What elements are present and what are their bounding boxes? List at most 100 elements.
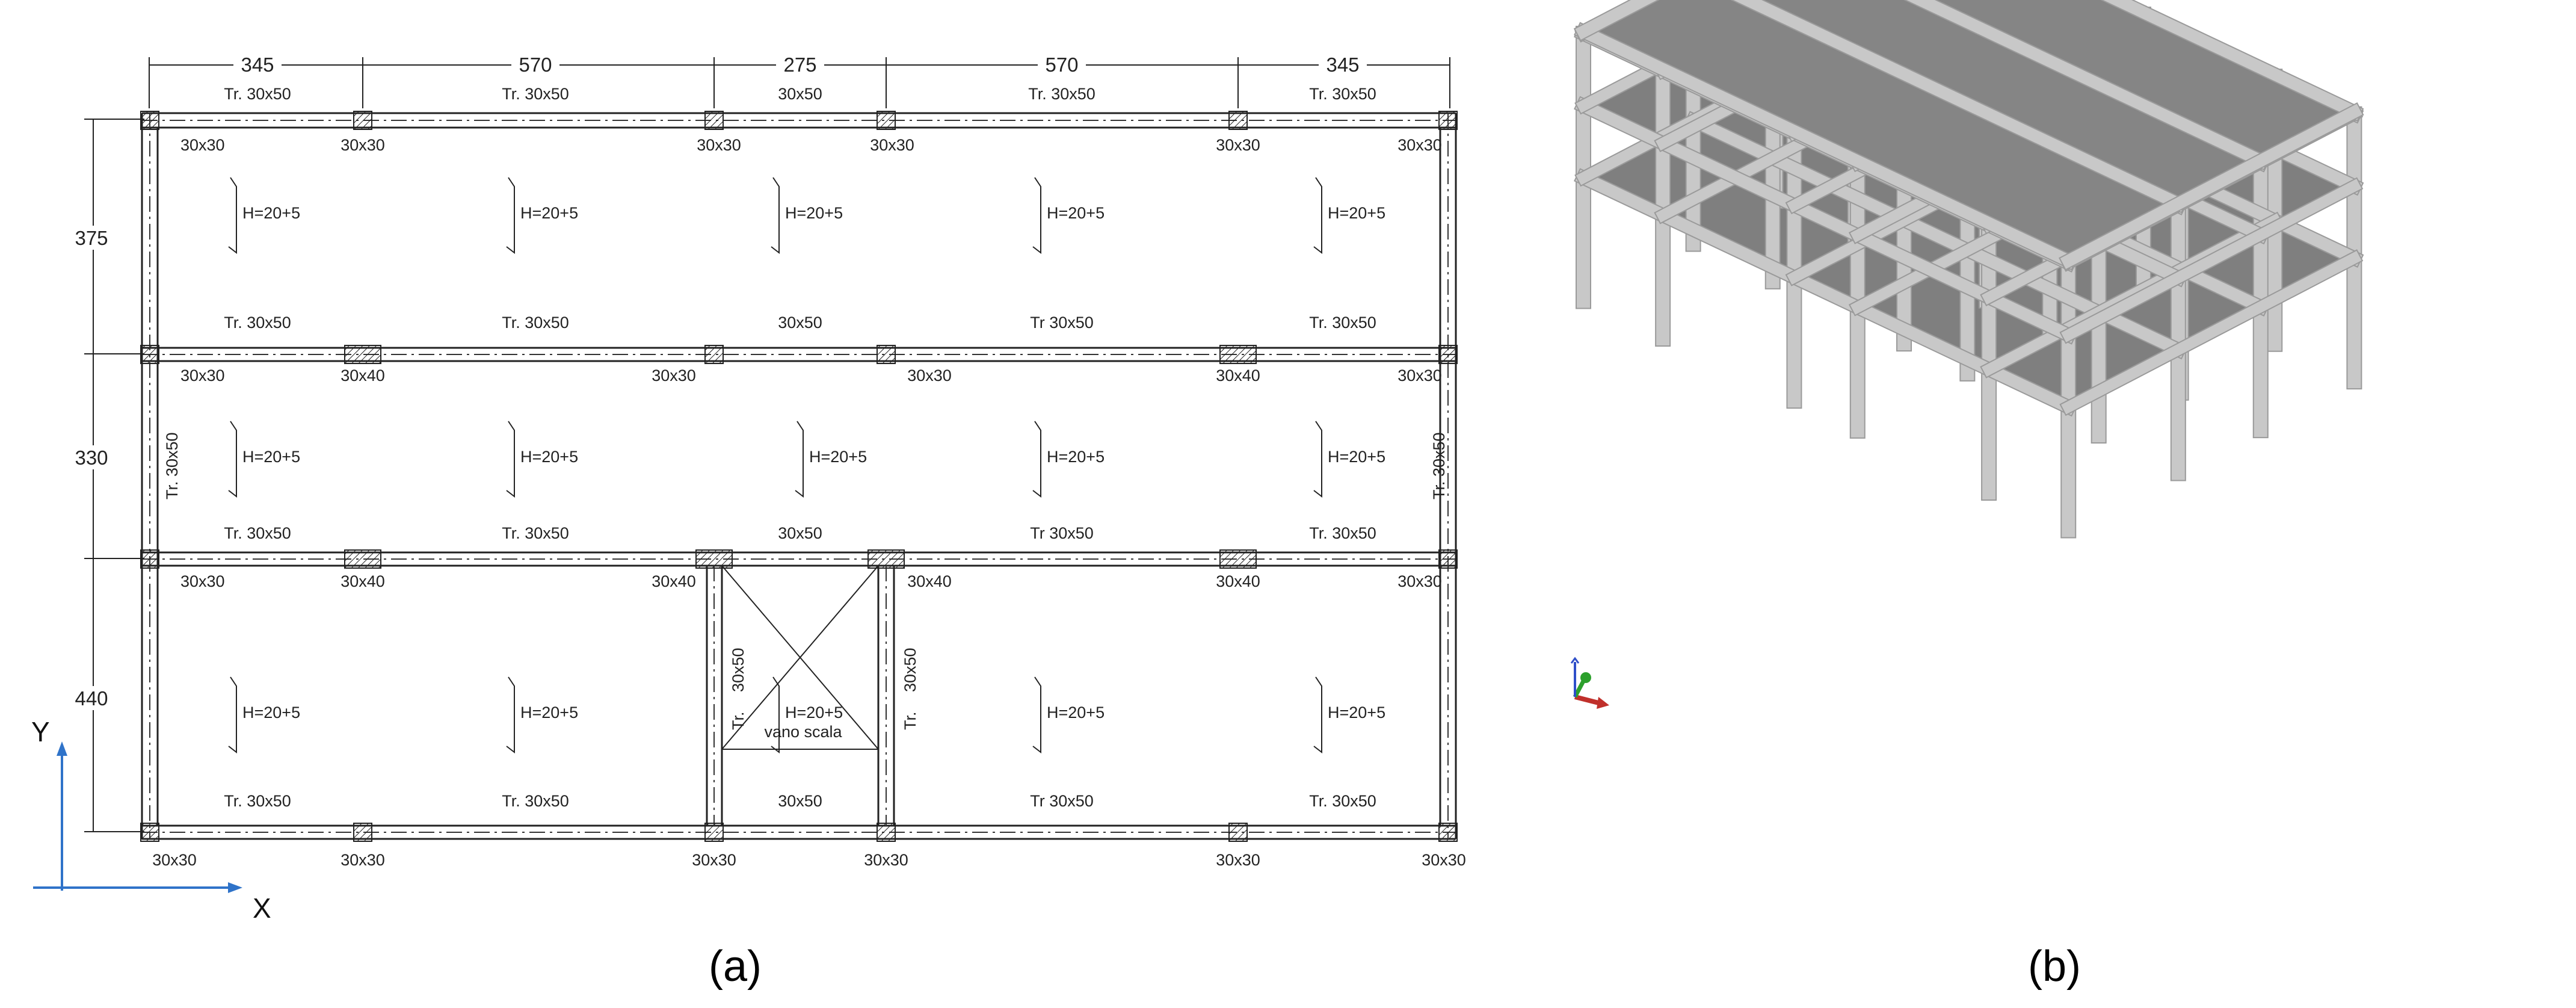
column-block: [704, 111, 724, 130]
column-label: 30x30: [340, 136, 385, 154]
slab-direction-mark: [228, 676, 237, 754]
beam-label: Tr 30x50: [1030, 792, 1094, 810]
slab-annotation: H=20+5: [506, 676, 578, 754]
column-block: [140, 345, 159, 364]
beam-label: 30x50: [778, 85, 822, 103]
dim-x-4: 570: [1045, 54, 1078, 76]
column-label: 30x30: [152, 851, 197, 869]
beam-label: Tr. 30x50: [502, 792, 569, 810]
axis-x-label: X: [253, 892, 271, 924]
floor-plan: 345 570 275 570 345 375 330 440: [31, 54, 1466, 991]
slab-label: H=20+5: [1047, 448, 1105, 466]
column-label: 30x40: [340, 572, 385, 590]
column-label: 30x40: [1216, 572, 1260, 590]
roof-beam-edge: [2060, 104, 2362, 269]
dimension-line-x: 345 570 275 570 345: [149, 54, 1450, 108]
roof-beam-x: [1733, 0, 2187, 212]
slab-label: H=20+5: [1328, 204, 1385, 222]
slab-label: H=20+5: [1047, 703, 1105, 722]
column-block: [140, 823, 159, 842]
caption-a: (a): [709, 942, 762, 991]
column-label: 30x40: [652, 572, 696, 590]
beam-label: Tr. 30x50: [224, 524, 291, 542]
slab-direction-mark: [506, 177, 515, 255]
column-block: [1219, 345, 1257, 364]
slab-annotation: H=20+5: [1313, 177, 1385, 255]
dim-x-1: 345: [241, 54, 274, 76]
slab-direction-mark: [228, 177, 237, 255]
beam-y: [2061, 250, 2362, 415]
column-block: [353, 823, 372, 842]
column-label: 30x40: [1216, 366, 1260, 385]
slab-direction-mark: [1313, 421, 1322, 498]
slab-annotation: H=20+5: [795, 421, 867, 498]
beam-label: Tr. 30x50: [1309, 792, 1376, 810]
stair-beam-label-right: 30x50: [901, 648, 919, 692]
caption-b: (b): [2028, 942, 2081, 991]
frame-3d-model: (b): [1570, 0, 2364, 991]
slab-annotation: H=20+5: [1032, 676, 1105, 754]
slab-direction-mark: [795, 421, 804, 498]
column-label: 30x30: [864, 851, 908, 869]
beam-label: Tr. 30x50: [502, 314, 569, 332]
column-labels: 30x30 30x30 30x30 30x30 30x30 30x30 30x30 30x40…: [152, 136, 1466, 869]
slab-direction-mark: [1032, 421, 1041, 498]
slab-annotation: H=20+5: [771, 676, 843, 754]
column-blocks: [140, 111, 1458, 842]
column-label: 30x40: [340, 366, 385, 385]
beam-label: Tr. 30x50: [1028, 85, 1095, 103]
column-block: [877, 823, 896, 842]
column-label: 30x40: [907, 572, 952, 590]
column-block: [1438, 549, 1458, 569]
column-label: 30x30: [180, 366, 225, 385]
slab-label: H=20+5: [242, 204, 300, 222]
slab-direction-mark: [506, 676, 515, 754]
column-label: 30x30: [340, 851, 385, 869]
column-block: [695, 549, 733, 569]
column-label: 30x30: [1422, 851, 1466, 869]
slab-label: H=20+5: [809, 448, 867, 466]
slab-annotation: H=20+5: [771, 177, 843, 255]
column-label: 30x30: [180, 136, 225, 154]
roof-beam-edge: [1575, 0, 1657, 40]
slab-annotation: H=20+5: [1313, 676, 1385, 754]
dim-x-5: 345: [1326, 54, 1359, 76]
column-label: 30x30: [870, 136, 914, 154]
beam-label: Tr. 30x50: [1309, 524, 1376, 542]
slab-annotation: H=20+5: [228, 421, 300, 498]
side-beam-label-left: Tr. 30x50: [163, 432, 181, 499]
column-block: [877, 111, 896, 130]
beam-label: Tr. 30x50: [224, 314, 291, 332]
column-label: 30x30: [697, 136, 741, 154]
slab-label: H=20+5: [520, 448, 578, 466]
column-block: [877, 345, 896, 364]
slab-label: H=20+5: [1328, 703, 1385, 722]
beam-y: [2061, 179, 2362, 342]
slab-label: H=20+5: [785, 204, 843, 222]
column-block: [1438, 823, 1458, 842]
roof-beam-x: [1575, 23, 2077, 269]
column-block: [344, 345, 381, 364]
column-block: [140, 549, 159, 569]
beam-label: Tr. 30x50: [502, 524, 569, 542]
beam-label: Tr 30x50: [1030, 524, 1094, 542]
side-beam-label-right: Tr. 30x50: [1430, 432, 1448, 499]
column-label: 30x30: [1397, 572, 1442, 590]
beam-label: Tr. 30x50: [502, 85, 569, 103]
slab-label: H=20+5: [242, 703, 300, 722]
beam-label: Tr. 30x50: [224, 85, 291, 103]
slab-direction-mark: [1313, 177, 1322, 255]
slab-direction-mark: [506, 421, 515, 498]
column-block: [353, 111, 372, 130]
slab-direction-mark: [1032, 177, 1041, 255]
beam-label: Tr. 30x50: [224, 792, 291, 810]
column-block: [344, 549, 381, 569]
column-label: 30x30: [1216, 136, 1260, 154]
stair-well: vano scala 30x50 Tr. 30x50 Tr.: [721, 565, 919, 750]
beam-label: 30x50: [778, 524, 822, 542]
column-label: 30x30: [180, 572, 225, 590]
slab-annotation: H=20+5: [1313, 421, 1385, 498]
column-block: [1228, 823, 1248, 842]
